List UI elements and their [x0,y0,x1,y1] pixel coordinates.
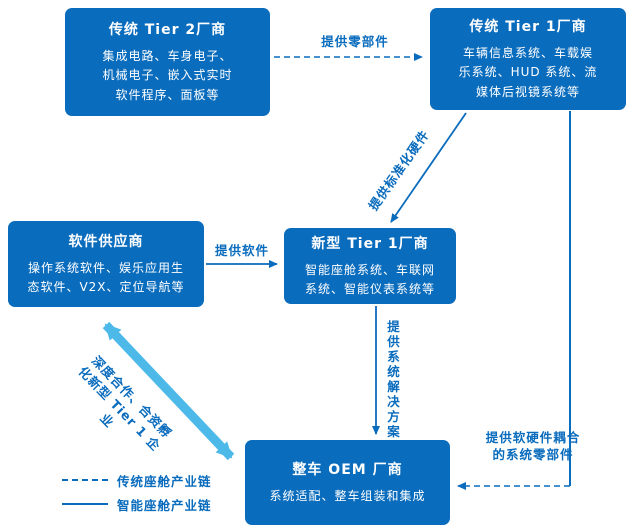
box-traditional-tier1-title: 传统 Tier 1厂商 [469,18,587,35]
legend-item-smart-chain: 智能座舱产业链 [62,492,212,516]
legend-item-traditional-chain: 传统座舱产业链 [62,468,212,492]
legend-traditional-label: 传统座舱产业链 [117,473,212,489]
label-provide-parts: 提供零部件 [321,34,389,49]
box-new-tier1-title: 新型 Tier 1厂商 [311,235,429,252]
label-deep-cooperation: 深度合作、合资孵 化新型 Tier 1 企业 [75,352,175,454]
label-provide-software: 提供软件 [214,243,269,258]
label-system-solution: 提供系统解决方案 [385,320,400,440]
box-traditional-tier1: 传统 Tier 1厂商 车辆信息系统、车载娱 乐系统、HUD 系统、流 媒体后视… [430,8,626,110]
solid-line-sample [62,503,108,505]
box-software-supplier-body: 操作系统软件、娱乐应用生 态软件、V2X、定位导航等 [27,260,185,294]
box-oem: 整车 OEM 厂商 系统适配、整车组装和集成 [245,440,450,525]
box-new-tier1: 新型 Tier 1厂商 智能座舱系统、车联网 系统、智能仪表系统等 [284,228,456,304]
box-oem-title: 整车 OEM 厂商 [292,461,403,478]
box-traditional-tier2: 传统 Tier 2厂商 集成电路、车身电子、 机械电子、嵌入式实时 软件程序、面… [65,8,270,116]
box-traditional-tier1-body: 车辆信息系统、车载娱 乐系统、HUD 系统、流 媒体后视镜系统等 [458,45,598,99]
legend: 传统座舱产业链 智能座舱产业链 [62,468,212,516]
box-new-tier1-body: 智能座舱系统、车联网 系统、智能仪表系统等 [304,262,435,296]
box-traditional-tier2-title: 传统 Tier 2厂商 [108,21,227,38]
label-provide-std-hardware: 提供标准化硬件 [365,127,433,214]
box-oem-body: 系统适配、整车组装和集成 [269,488,426,503]
box-software-supplier: 软件供应商 操作系统软件、娱乐应用生 态软件、V2X、定位导航等 [8,221,204,307]
box-traditional-tier2-body: 集成电路、车身电子、 机械电子、嵌入式实时 软件程序、面板等 [102,48,233,102]
box-software-supplier-title: 软件供应商 [68,233,144,250]
label-coupled-parts: 提供软硬件耦合 的系统零部件 [485,430,581,462]
dashed-line-sample [62,479,108,481]
legend-smart-label: 智能座舱产业链 [117,497,212,513]
